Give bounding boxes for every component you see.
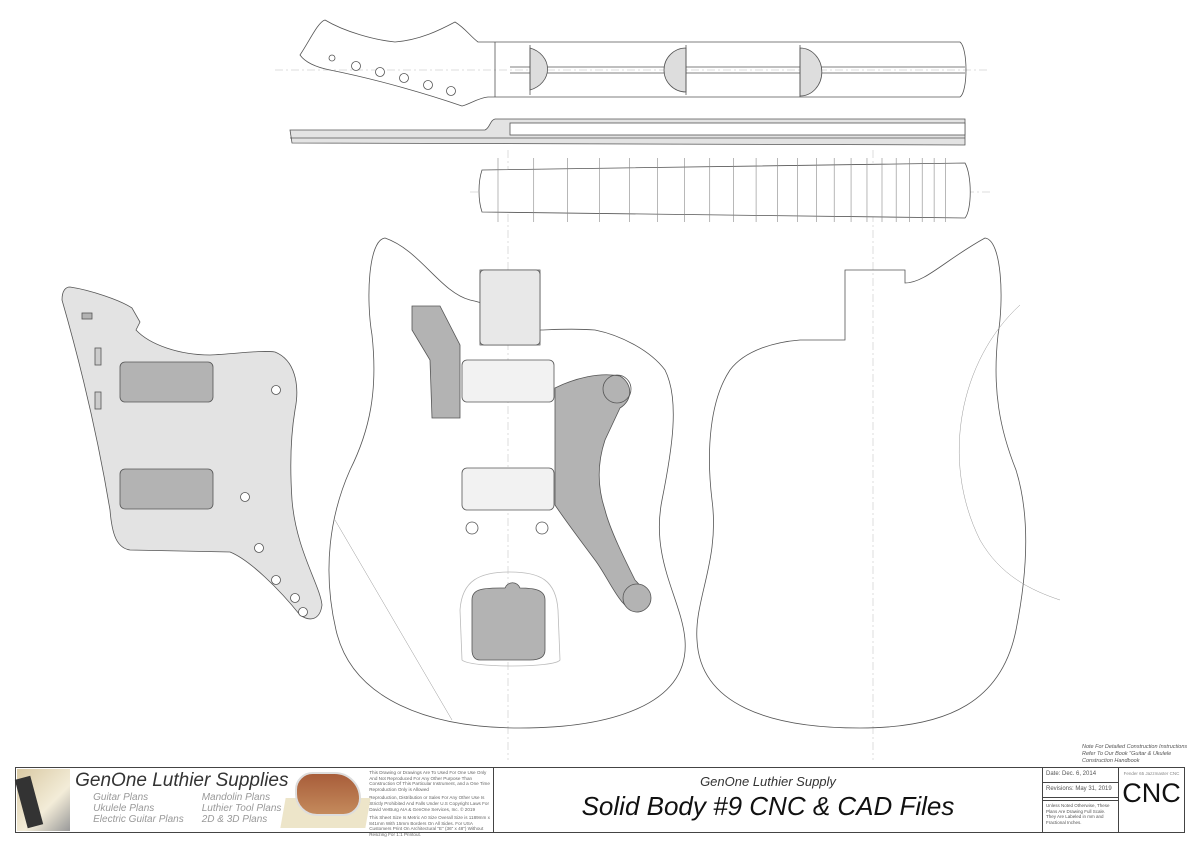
info-panel: Date: Dec. 6, 2014 Revisions: May 31, 20…	[1043, 768, 1119, 832]
product-item: 2D & 3D Plans	[201, 814, 268, 825]
guitar-photo	[14, 769, 71, 831]
legal-text: This Drawing or Drawings Are To Used For…	[365, 768, 493, 837]
product-item: Electric Guitar Plans	[93, 814, 184, 825]
plan-title: Solid Body #9 CNC & CAD Files	[581, 791, 955, 821]
product-item: Mandolin Plans	[201, 792, 271, 803]
mold-photo	[280, 770, 371, 830]
legal-paragraph: Reproduction, Distribution or Sales For …	[369, 795, 489, 812]
pickguard	[61, 286, 323, 620]
brand-panel: GenOne Luthier Supplies Guitar Plans Uku…	[14, 768, 494, 837]
body-back	[696, 237, 1061, 729]
title-block: GenOne Luthier Supplies Guitar Plans Uku…	[14, 767, 1185, 837]
model-name: Fender 65 Jazzmaster CNC	[1123, 771, 1180, 776]
code-panel: Fender 65 Jazzmaster CNC CNC	[1119, 768, 1184, 832]
product-item: Ukulele Plans	[93, 803, 155, 814]
tuner-holes	[328, 54, 456, 96]
fretboard	[478, 158, 971, 222]
sheet-code: CNC	[1122, 778, 1181, 808]
construction-note: Note For Detailed Construction Instructi…	[1082, 744, 1188, 764]
title-panel: GenOne Luthier Supply Solid Body #9 CNC …	[494, 768, 1043, 832]
legal-paragraph: This Drawing or Drawings Are To Used For…	[369, 770, 490, 792]
product-item: Guitar Plans	[93, 792, 149, 803]
scale-note: Unless Noted Otherwise, These Plans Are …	[1046, 803, 1110, 825]
supplier-name: GenOne Luthier Supply	[700, 774, 836, 789]
body-front	[328, 237, 686, 729]
legal-paragraph: This Sheet Size Is Metric A0 Size Overal…	[369, 815, 490, 837]
date-field: Date: Dec. 6, 2014	[1043, 768, 1118, 783]
product-item: Luthier Tool Plans	[201, 803, 282, 814]
neck-top-view	[299, 19, 967, 107]
revisions-field: Revisions: May 31, 2019	[1043, 783, 1118, 798]
neck-side-view	[289, 118, 966, 146]
brand-name: GenOne Luthier Supplies	[75, 770, 289, 791]
